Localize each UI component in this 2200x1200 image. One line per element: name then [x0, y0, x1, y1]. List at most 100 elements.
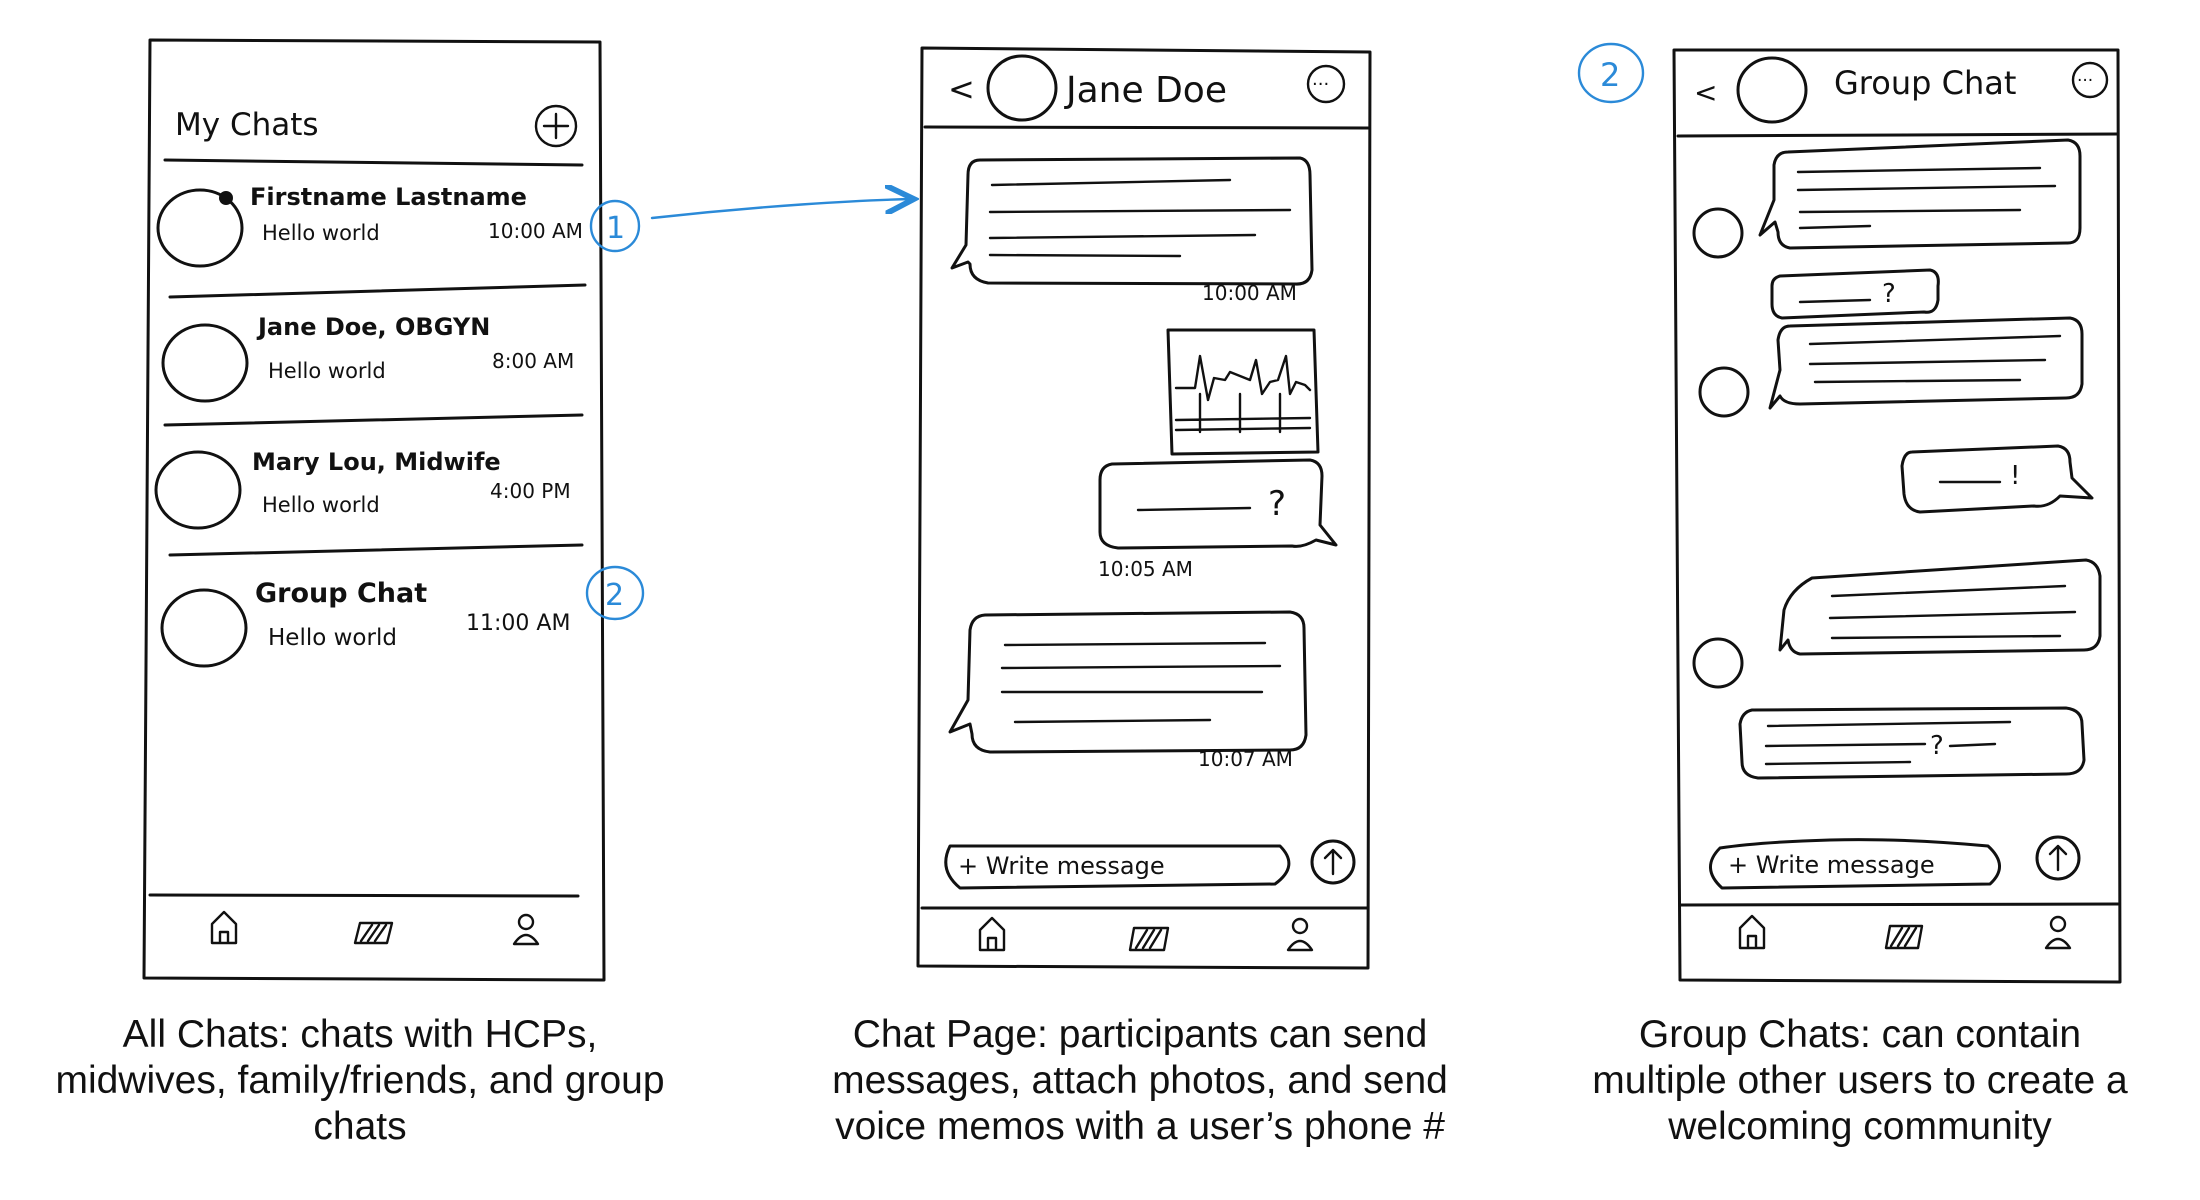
- new-chat-button[interactable]: [534, 104, 578, 148]
- back-button[interactable]: <: [1694, 76, 1717, 109]
- annotation-1: 1: [589, 199, 641, 253]
- screen-group-chat: < Group Chat ··· ? !: [1672, 48, 2122, 984]
- chat-preview: Hello world: [262, 493, 380, 517]
- message-bubble-received: [948, 610, 1308, 754]
- bottom-nav: [210, 910, 540, 946]
- phone-frame: [1672, 48, 2122, 984]
- header-divider: [163, 158, 584, 167]
- phone-frame: [142, 38, 606, 982]
- profile-icon[interactable]: [2049, 915, 2067, 933]
- chat-row-mary-lou[interactable]: Mary Lou, Midwife Hello world 4:00 PM: [154, 448, 571, 530]
- home-icon[interactable]: [978, 916, 1006, 952]
- chat-name: Firstname Lastname: [250, 183, 527, 211]
- profile-icon-body: [2044, 937, 2072, 950]
- bottom-nav: [1738, 914, 2072, 950]
- svg-text:?: ?: [1930, 731, 1944, 761]
- chat-time: 10:00 AM: [488, 219, 583, 243]
- chat-icon[interactable]: [1884, 924, 1924, 950]
- composer-placeholder: + Write message: [1728, 851, 1935, 879]
- nav-divider: [148, 893, 580, 898]
- more-options-icon[interactable]: [1306, 64, 1346, 104]
- profile-icon-body: [1286, 939, 1314, 952]
- more-options-icon[interactable]: [2071, 61, 2109, 99]
- svg-text:?: ?: [1268, 484, 1286, 524]
- message-time: 10:07 AM: [1198, 747, 1293, 771]
- svg-text:···: ···: [1312, 74, 1329, 95]
- photo-attachment[interactable]: [1166, 328, 1320, 456]
- message-bubble-received: [1778, 558, 2102, 656]
- chat-row-group-chat[interactable]: Group Chat Hello world 11:00 AM: [160, 578, 570, 668]
- caption-group-chats: Group Chats: can contain multiple other …: [1592, 1013, 2128, 1148]
- chat-name: Jane Doe, OBGYN: [256, 313, 490, 341]
- avatar: [1698, 366, 1750, 418]
- avatar: [154, 450, 242, 530]
- unread-dot: [219, 191, 233, 205]
- message-composer[interactable]: + Write message: [944, 844, 1291, 890]
- message-bubble-received: ?: [1770, 268, 1940, 320]
- avatar: [1692, 637, 1744, 689]
- header-divider: [923, 125, 1370, 130]
- flow-arrow: [650, 199, 914, 220]
- svg-text:2: 2: [605, 578, 624, 613]
- avatar: [1692, 207, 1744, 259]
- chat-title: Jane Doe: [1064, 70, 1227, 111]
- chat-row-jane-doe[interactable]: Jane Doe, OBGYN Hello world 8:00 AM: [161, 313, 574, 403]
- row-divider: [163, 413, 584, 427]
- my-chats-title: My Chats: [175, 107, 319, 143]
- send-button[interactable]: [2035, 835, 2081, 881]
- message-bubble-received: [950, 156, 1314, 286]
- chat-time: 8:00 AM: [492, 349, 574, 373]
- nav-divider: [1678, 902, 2120, 907]
- svg-text:2: 2: [1600, 56, 1620, 94]
- back-button[interactable]: <: [948, 70, 975, 108]
- composer-placeholder: + Write message: [958, 852, 1165, 880]
- chat-name: Mary Lou, Midwife: [252, 448, 501, 476]
- message-time: 10:00 AM: [1202, 281, 1297, 305]
- message-composer[interactable]: + Write message: [1709, 838, 2001, 890]
- avatar: [156, 188, 244, 268]
- profile-icon[interactable]: [517, 913, 535, 931]
- send-button[interactable]: [1310, 839, 1356, 885]
- chat-name: Group Chat: [255, 578, 427, 609]
- chat-icon[interactable]: [353, 921, 394, 945]
- chat-icon[interactable]: [1128, 926, 1170, 952]
- bottom-nav: [978, 916, 1314, 952]
- avatar: [1736, 56, 1808, 124]
- annotation-2-group: 2: [1577, 42, 1645, 104]
- svg-text:1: 1: [606, 211, 625, 246]
- row-divider: [168, 543, 584, 557]
- annotation-2: 2: [585, 565, 645, 621]
- chat-row-firstname-lastname[interactable]: Firstname Lastname Hello world 10:00 AM: [156, 183, 583, 268]
- chat-preview: Hello world: [268, 625, 397, 651]
- message-bubble-sent: !: [1900, 444, 2094, 514]
- chat-preview: Hello world: [268, 359, 386, 383]
- caption-all-chats: All Chats: chats with HCPs, midwives, fa…: [55, 1013, 665, 1148]
- header-divider: [1676, 132, 2120, 138]
- screen-chat-page: < Jane Doe ··· 10:00 AM ? 10:05 AM: [916, 46, 1372, 970]
- home-icon[interactable]: [210, 910, 238, 945]
- chat-time: 11:00 AM: [466, 611, 570, 636]
- message-bubble-received: [1758, 138, 2082, 250]
- message-bubble-received: ?: [1738, 706, 2086, 780]
- svg-text:?: ?: [1882, 279, 1896, 309]
- chat-time: 4:00 PM: [490, 479, 571, 503]
- chat-title: Group Chat: [1834, 64, 2016, 102]
- home-icon[interactable]: [1738, 914, 1766, 950]
- avatar: [160, 588, 248, 668]
- svg-text:!: !: [2010, 461, 2020, 491]
- message-bubble-received: [1768, 316, 2084, 410]
- avatar: [986, 54, 1058, 122]
- profile-icon-body: [512, 933, 540, 946]
- plus-circle-icon: [534, 104, 578, 148]
- message-bubble-sent: ?: [1098, 458, 1338, 550]
- send-arrow-icon: [1310, 839, 1356, 885]
- caption-chat-page: Chat Page: participants can send message…: [832, 1013, 1448, 1148]
- chat-preview: Hello world: [262, 221, 380, 245]
- avatar: [161, 323, 249, 403]
- plus-icon: [542, 112, 570, 140]
- svg-text:···: ···: [2077, 71, 2093, 91]
- profile-icon[interactable]: [1291, 917, 1309, 935]
- send-arrow-icon: [2035, 835, 2081, 881]
- screen-all-chats: My Chats Firstname Lastname Hello world …: [142, 38, 606, 982]
